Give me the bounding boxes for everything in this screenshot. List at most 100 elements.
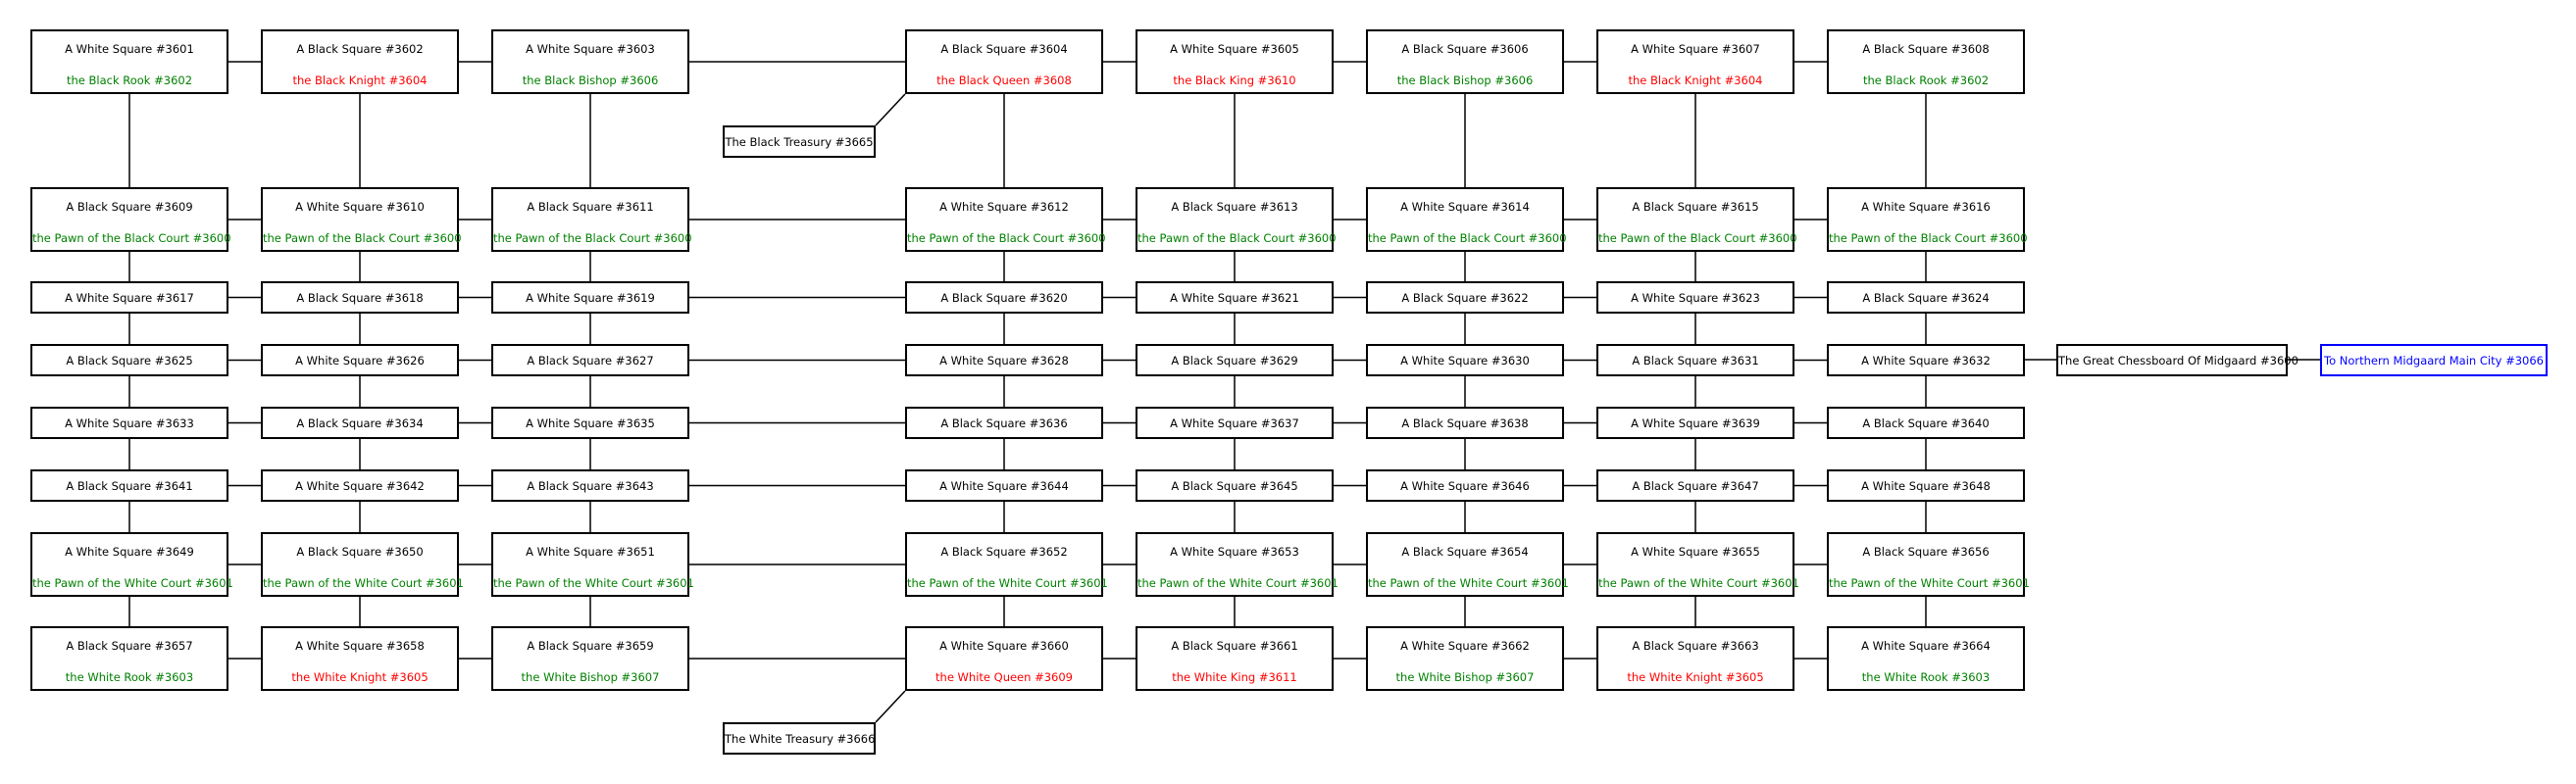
room-box[interactable]: A White Square #3648 [1827, 469, 2025, 502]
room-occupant: the Pawn of the White Court #3601 [263, 576, 464, 590]
room-name: The Great Chessboard Of Midgaard #3600 [2058, 353, 2298, 368]
room-box[interactable]: A White Square #3644 [905, 469, 1103, 502]
room-box[interactable]: A Black Square #3631 [1596, 344, 1794, 376]
room-occupant: the Pawn of the Black Court #3600 [32, 231, 231, 245]
room-name: A White Square #3623 [1631, 290, 1760, 305]
room-box[interactable]: A Black Square #3647 [1596, 469, 1794, 502]
room-box[interactable]: A Black Square #3645 [1136, 469, 1334, 502]
entrance-room-box[interactable]: The Great Chessboard Of Midgaard #3600 [2056, 344, 2298, 376]
room-occupant: the Black Knight #3604 [292, 74, 428, 87]
exit-link[interactable]: To Northern Midgaard Main City #3066 [2320, 344, 2548, 376]
room-name: A Black Square #3602 [296, 42, 424, 56]
room-name: A White Square #3610 [295, 200, 425, 214]
room-name: A Black Square #3645 [1171, 478, 1298, 493]
room-name: A Black Square #3663 [1632, 639, 1759, 653]
room-name: A White Square #3658 [295, 639, 425, 653]
room-box[interactable]: A White Square #3646 [1366, 469, 1564, 502]
room-name: A Black Square #3627 [527, 353, 654, 368]
room-box[interactable]: A White Square #3639 [1596, 407, 1794, 439]
room-box[interactable]: A Black Square #3640 [1827, 407, 2025, 439]
room-box[interactable]: A White Square #3603 the Black Bishop #36… [491, 29, 689, 94]
room-box[interactable]: A White Square #3630 [1366, 344, 1564, 376]
room-box[interactable]: A White Square #3642 [261, 469, 459, 502]
room-box[interactable]: A Black Square #3602 the Black Knight #36… [261, 29, 459, 94]
room-box[interactable]: A White Square #3632 [1827, 344, 2025, 376]
room-occupant: the Black Bishop #3606 [522, 74, 659, 87]
room-box[interactable]: A Black Square #3618 [261, 281, 459, 314]
room-box[interactable]: A Black Square #3636 [905, 407, 1103, 439]
room-box[interactable]: A Black Square #3622 [1366, 281, 1564, 314]
room-box[interactable]: A Black Square #3641 [30, 469, 228, 502]
room-occupant: the Black King #3610 [1173, 74, 1296, 87]
room-box[interactable]: A Black Square #3620 [905, 281, 1103, 314]
white-treasury-box[interactable]: The White Treasury #3666 [723, 722, 876, 755]
room-occupant: the White King #3611 [1172, 670, 1297, 684]
room-name: A White Square #3664 [1861, 639, 1991, 653]
room-name: A White Square #3630 [1400, 353, 1530, 368]
room-occupant: the Pawn of the Black Court #3600 [907, 231, 1106, 245]
room-box[interactable]: A Black Square #3625 [30, 344, 228, 376]
room-box[interactable]: A Black Square #3634 [261, 407, 459, 439]
black-treasury-box[interactable]: The Black Treasury #3665 [723, 125, 876, 158]
room-box[interactable]: A White Square #3619 [491, 281, 689, 314]
room-name: A Black Square #3622 [1401, 290, 1529, 305]
room-occupant: the Black Knight #3604 [1628, 74, 1763, 87]
room-name: A White Square #3649 [65, 545, 194, 559]
room-box[interactable]: A Black Square #3629 [1136, 344, 1334, 376]
room-occupant: the Pawn of the Black Court #3600 [1829, 231, 2028, 245]
room-box[interactable]: A White Square #3628 [905, 344, 1103, 376]
room-name: A Black Square #3643 [527, 478, 654, 493]
room-box[interactable]: A White Square #3623 [1596, 281, 1794, 314]
room-box[interactable]: A White Square #3626 [261, 344, 459, 376]
room-occupant: the Pawn of the White Court #3601 [493, 576, 694, 590]
room-box[interactable]: A Black Square #3627 [491, 344, 689, 376]
room-box[interactable]: A White Square #3637 [1136, 407, 1334, 439]
room-box[interactable]: A White Square #3617 [30, 281, 228, 314]
room-name: A White Square #3614 [1400, 200, 1530, 214]
room-name: A White Square #3607 [1631, 42, 1760, 56]
room-box[interactable]: A Black Square #3643 [491, 469, 689, 502]
room-box[interactable]: A White Square #3607 the Black Knight #36… [1596, 29, 1794, 94]
room-name: A White Square #3644 [939, 478, 1069, 493]
room-name: A Black Square #3611 [527, 200, 654, 214]
room-name: A Black Square #3615 [1632, 200, 1759, 214]
room-name: A White Square #3603 [526, 42, 655, 56]
room-box[interactable]: A White Square #3621 [1136, 281, 1334, 314]
room-box[interactable]: A Black Square #3638 [1366, 407, 1564, 439]
room-name: A White Square #3601 [65, 42, 194, 56]
room-box[interactable]: A White Square #3633 [30, 407, 228, 439]
room-name: A Black Square #3647 [1632, 478, 1759, 493]
room-name: A Black Square #3659 [527, 639, 654, 653]
room-box[interactable]: A Black Square #3624 [1827, 281, 2025, 314]
room-box[interactable]: A White Square #3635 [491, 407, 689, 439]
